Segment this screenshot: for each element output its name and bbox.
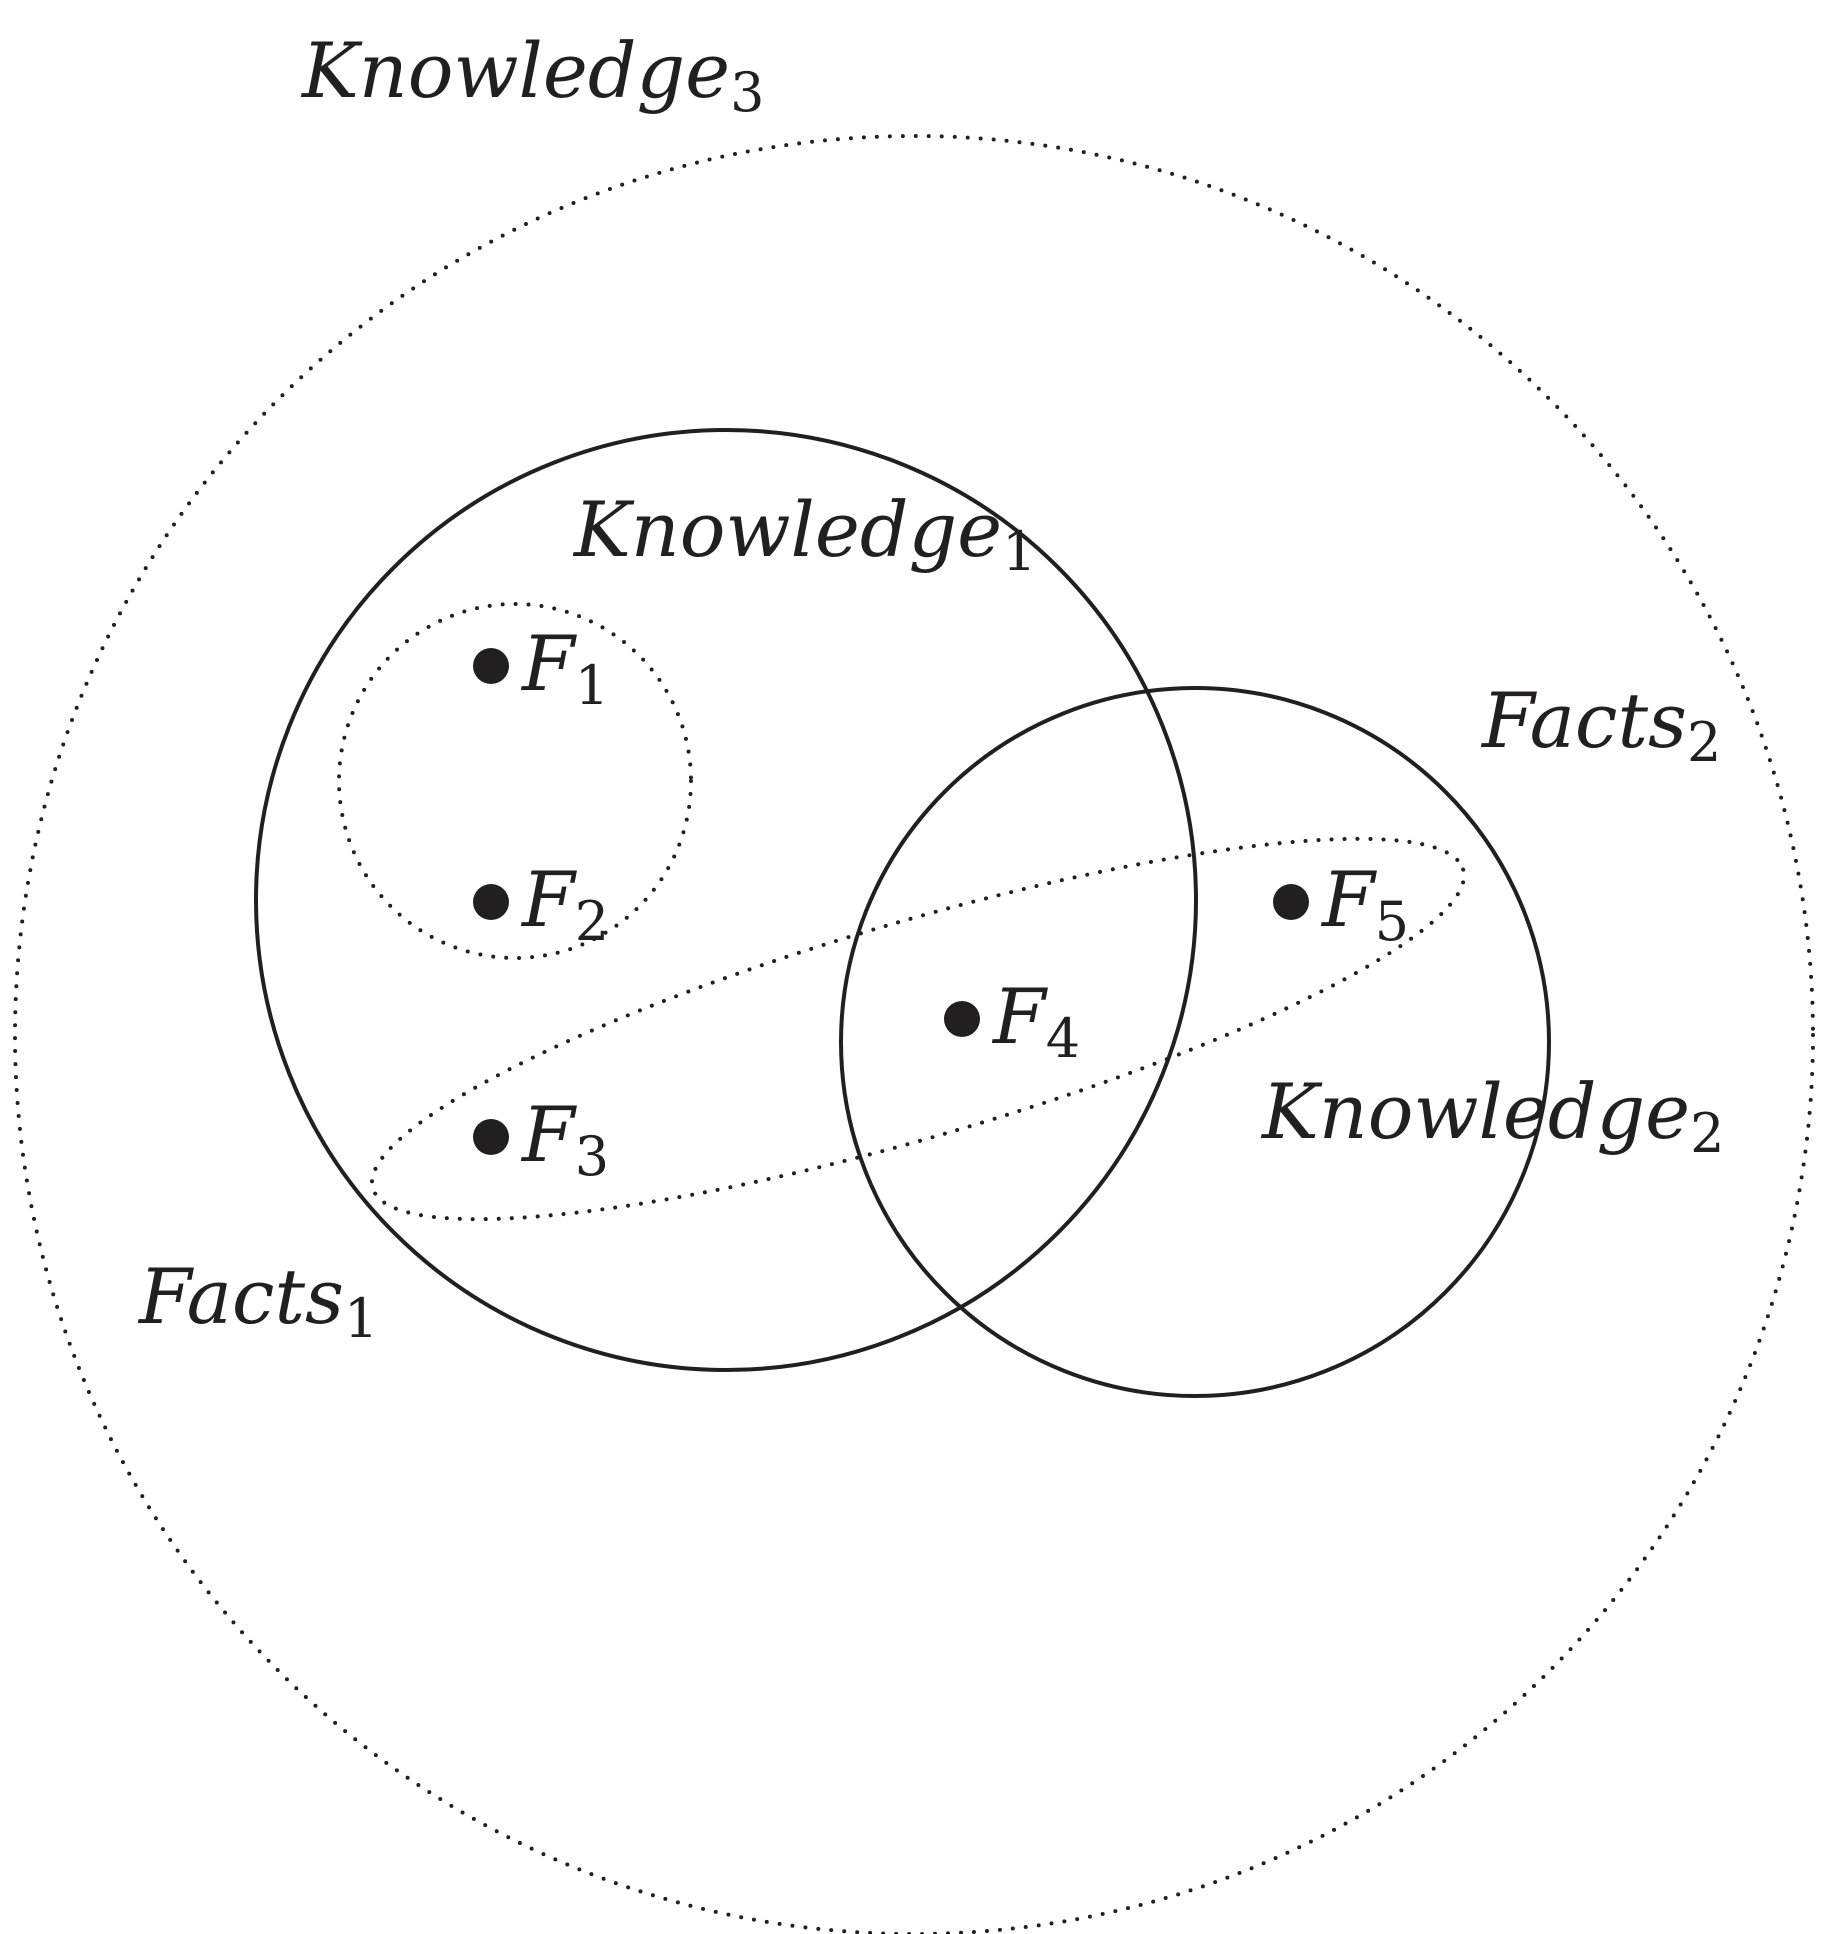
fact-point-f5 <box>1273 884 1309 920</box>
fact-label-f4: F4 <box>991 972 1080 1070</box>
fact-point-f3 <box>473 1119 509 1155</box>
knowledge3-boundary <box>13 134 1815 1934</box>
facts2-label: Facts2 <box>1480 676 1721 774</box>
knowledge3-label: Knowledge3 <box>300 26 764 124</box>
fact-label-f1: F1 <box>520 619 609 717</box>
facts2-group-boundary <box>369 836 1467 1222</box>
fact-point-f2 <box>473 884 509 920</box>
fact-label-f2: F2 <box>520 855 609 953</box>
facts1-small-group-boundary <box>337 602 693 960</box>
fact-label-f5: F5 <box>1320 855 1409 953</box>
knowledge2-boundary <box>839 686 1551 1398</box>
fact-label-f3: F3 <box>520 1090 609 1188</box>
knowledge2-label: Knowledge2 <box>1260 1067 1724 1165</box>
fact-point-f4 <box>944 1001 980 1037</box>
knowledge1-boundary <box>254 428 1198 1372</box>
knowledge1-label: Knowledge1 <box>572 485 1036 583</box>
fact-point-f1 <box>473 648 509 684</box>
facts1-label: Facts1 <box>137 1252 378 1350</box>
